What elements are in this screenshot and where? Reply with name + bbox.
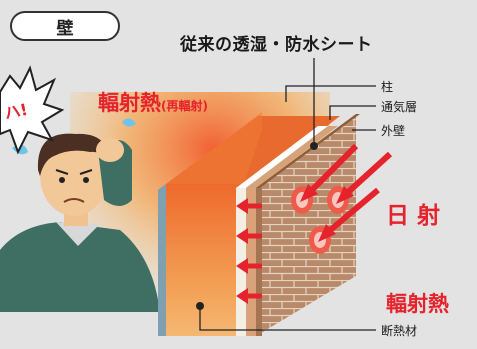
sunlight-label: 日 射 (386, 203, 441, 229)
radiant-heat-top-sub: (再輻射) (161, 99, 208, 113)
radiant-heat-top-main: 輻射熱 (98, 91, 161, 115)
ventilation-layer-label: 通気層 (381, 100, 418, 114)
insulation-face (166, 184, 244, 336)
insulation-label: 断熱材 (381, 324, 418, 338)
section-label: 壁 (10, 11, 120, 41)
leader-lines (199, 58, 376, 331)
radiant-heat-arrows (236, 198, 262, 304)
pillar-label: 柱 (381, 80, 394, 94)
man-figure (0, 118, 160, 312)
wall-edge (158, 184, 166, 336)
exclamation-burst-icon (0, 65, 65, 155)
membrane-sheet (236, 126, 328, 188)
radiant-heat-bottom: 輻射熱 (386, 292, 449, 316)
exclamation-text: ハ! (2, 99, 30, 124)
exterior-wall-label: 外壁 (381, 124, 406, 138)
radiant-heat-top: 輻射熱(再輻射) (98, 87, 208, 117)
membrane-title: 従来の透湿・防水シート (180, 35, 373, 55)
sunlight-arrows (300, 143, 393, 242)
